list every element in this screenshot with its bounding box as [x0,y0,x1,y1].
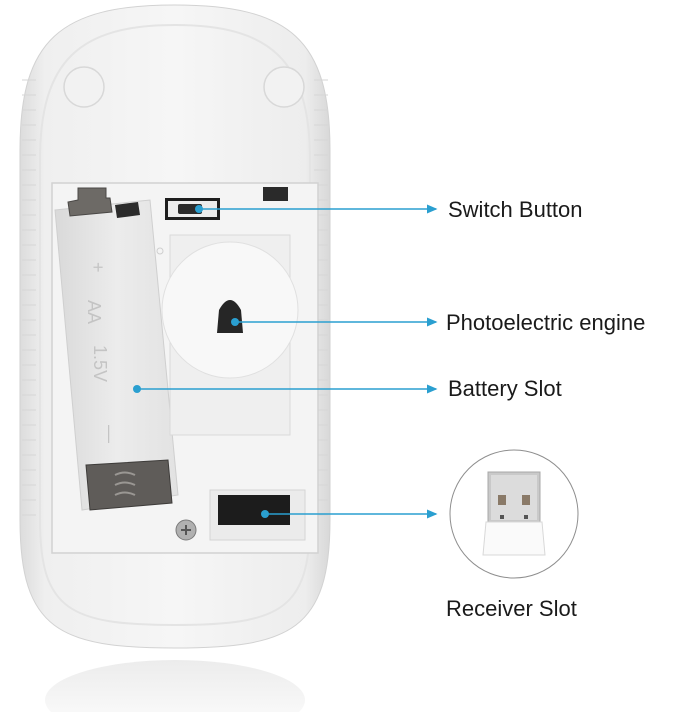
svg-text:+: + [88,262,108,273]
sensor-connector [263,187,288,201]
callout-battery-slot: Battery Slot [448,376,562,401]
usb-receiver-inset [449,449,579,579]
screw-icon [175,519,197,541]
callout-receiver-slot: Receiver Slot [446,596,577,621]
svg-text:—: — [100,425,120,443]
receiver-storage-slot [218,495,290,525]
callout-switch-button: Switch Button [448,197,583,222]
mouse-foot-left [63,66,105,108]
callout-photoelectric-engine: Photoelectric engine [446,310,646,335]
svg-text:AA: AA [84,300,104,324]
battery-compartment: + AA 1.5V — [51,182,319,554]
svg-text:1.5V: 1.5V [90,345,110,382]
mouse-reflection [45,660,305,717]
callout-lines [133,204,438,519]
battery-polarity-markings: + AA 1.5V — [84,262,120,443]
mouse-foot-right [263,66,305,108]
